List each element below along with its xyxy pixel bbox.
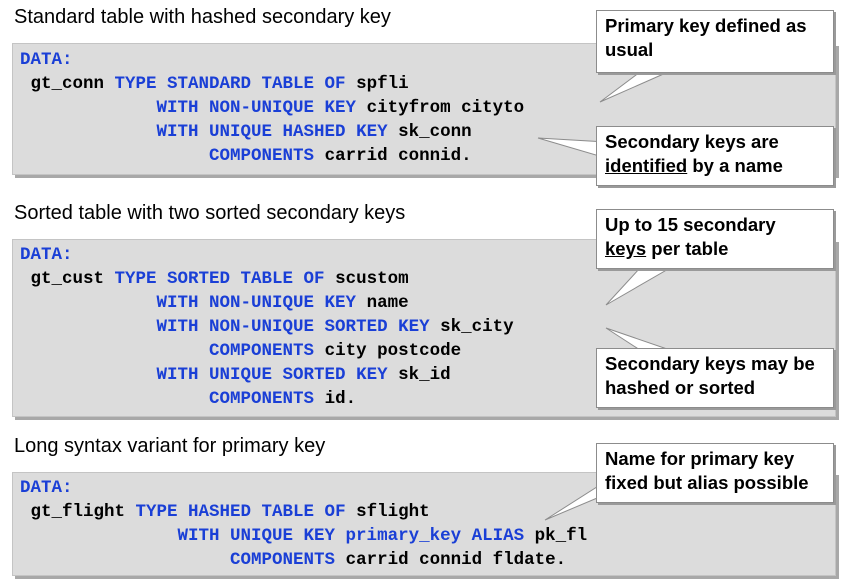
callout-up-to-15-underlined: keys xyxy=(605,238,647,259)
code-keyword: DATA: xyxy=(20,50,73,70)
code-identifier: sflight xyxy=(345,502,430,522)
code-line: COMPONENTS id. xyxy=(20,387,514,411)
code-identifier: id. xyxy=(314,389,357,409)
code-line: gt_cust TYPE SORTED TABLE OF scustom xyxy=(20,267,514,291)
code-standard: DATA: gt_conn TYPE STANDARD TABLE OF spf… xyxy=(20,48,524,168)
code-block-long-syntax xyxy=(12,472,836,576)
code-keyword: COMPONENTS xyxy=(209,389,315,409)
code-identifier: spfli xyxy=(345,74,409,94)
code-identifier: scustom xyxy=(324,269,409,289)
code-identifier: cityfrom cityto xyxy=(356,98,525,118)
section-heading-standard: Standard table with hashed secondary key xyxy=(14,6,391,28)
code-line: WITH NON-UNIQUE SORTED KEY sk_city xyxy=(20,315,514,339)
code-sorted: DATA: gt_cust TYPE SORTED TABLE OF scust… xyxy=(20,243,514,411)
callout-up-to-15-line1: Up to 15 secondary xyxy=(605,214,776,235)
callout-hashed-or-sorted: Secondary keys may be hashed or sorted xyxy=(596,348,834,408)
code-line: WITH UNIQUE HASHED KEY sk_conn xyxy=(20,120,524,144)
code-line: DATA: xyxy=(20,476,587,500)
callout-named-keys-line2: identified by a name xyxy=(605,154,825,178)
code-identifier: gt_flight xyxy=(20,502,136,522)
code-long-syntax: DATA: gt_flight TYPE HASHED TABLE OF sfl… xyxy=(20,476,587,572)
callout-primary-key-line1: Primary key defined as xyxy=(605,15,807,36)
callout-primary-name: Name for primary key fixed but alias pos… xyxy=(596,443,834,503)
code-identifier: sk_conn xyxy=(387,122,472,142)
callout-named-keys-line1: Secondary keys are xyxy=(605,131,779,152)
code-identifier: city postcode xyxy=(314,341,462,361)
callout-up-to-15-line2: keys per table xyxy=(605,237,825,261)
code-line: WITH NON-UNIQUE KEY cityfrom cityto xyxy=(20,96,525,120)
callout-up-to-15-rest: per table xyxy=(646,238,729,259)
code-line: COMPONENTS carrid connid fldate. xyxy=(20,548,587,572)
code-keyword: TYPE SORTED TABLE OF xyxy=(114,269,325,289)
code-keyword: COMPONENTS xyxy=(209,341,315,361)
code-keyword: WITH NON-UNIQUE KEY xyxy=(156,293,357,313)
code-identifier: gt_cust xyxy=(20,269,115,289)
callout-named-keys-rest: by a name xyxy=(687,155,783,176)
code-keyword: TYPE HASHED TABLE OF xyxy=(135,502,346,522)
code-line: DATA: xyxy=(20,48,524,72)
callout-primary-name-line2: fixed but alias possible xyxy=(605,472,809,493)
callout-named-keys: Secondary keys are identified by a name xyxy=(596,126,834,186)
code-line: DATA: xyxy=(20,243,514,267)
code-identifier: pk_fl xyxy=(524,526,588,546)
code-line: WITH UNIQUE SORTED KEY sk_id xyxy=(20,363,514,387)
code-keyword: TYPE STANDARD TABLE OF xyxy=(114,74,346,94)
callout-primary-key-line2: usual xyxy=(605,39,654,60)
section-heading-long-syntax: Long syntax variant for primary key xyxy=(14,435,326,457)
code-identifier: carrid connid fldate. xyxy=(335,550,567,570)
code-keyword: DATA: xyxy=(20,245,73,265)
callout-up-to-15: Up to 15 secondary keys per table xyxy=(596,209,834,269)
code-line: gt_flight TYPE HASHED TABLE OF sflight xyxy=(20,500,587,524)
code-keyword: WITH UNIQUE HASHED KEY xyxy=(156,122,388,142)
callout-primary-key: Primary key defined as usual xyxy=(596,10,834,73)
callout-named-keys-underlined: identified xyxy=(605,155,688,176)
code-identifier: carrid connid. xyxy=(314,146,472,166)
code-identifier: sk_city xyxy=(429,317,514,337)
callout-hashed-or-sorted-line2: hashed or sorted xyxy=(605,377,756,398)
code-keyword: WITH NON-UNIQUE KEY xyxy=(156,98,357,118)
code-line: COMPONENTS carrid connid. xyxy=(20,144,524,168)
callout-primary-name-line1: Name for primary key xyxy=(605,448,795,469)
code-keyword: COMPONENTS xyxy=(209,146,315,166)
code-line: gt_conn TYPE STANDARD TABLE OF spfli xyxy=(20,72,524,96)
code-line: WITH NON-UNIQUE KEY name xyxy=(20,291,514,315)
code-keyword: COMPONENTS xyxy=(230,550,336,570)
code-identifier: gt_conn xyxy=(20,74,115,94)
callout-hashed-or-sorted-line1: Secondary keys may be xyxy=(605,353,815,374)
code-line: COMPONENTS city postcode xyxy=(20,339,514,363)
code-keyword: ALIAS xyxy=(471,526,525,546)
code-keyword: WITH UNIQUE SORTED KEY xyxy=(156,365,388,385)
code-identifier: name xyxy=(356,293,409,313)
code-keyword: WITH UNIQUE KEY primary_key xyxy=(177,526,462,546)
code-keyword: DATA: xyxy=(20,478,73,498)
code-line: WITH UNIQUE KEY primary_key ALIAS pk_fl xyxy=(20,524,588,548)
section-heading-sorted: Sorted table with two sorted secondary k… xyxy=(14,202,406,224)
code-identifier: sk_id xyxy=(387,365,451,385)
code-keyword: WITH NON-UNIQUE SORTED KEY xyxy=(156,317,430,337)
